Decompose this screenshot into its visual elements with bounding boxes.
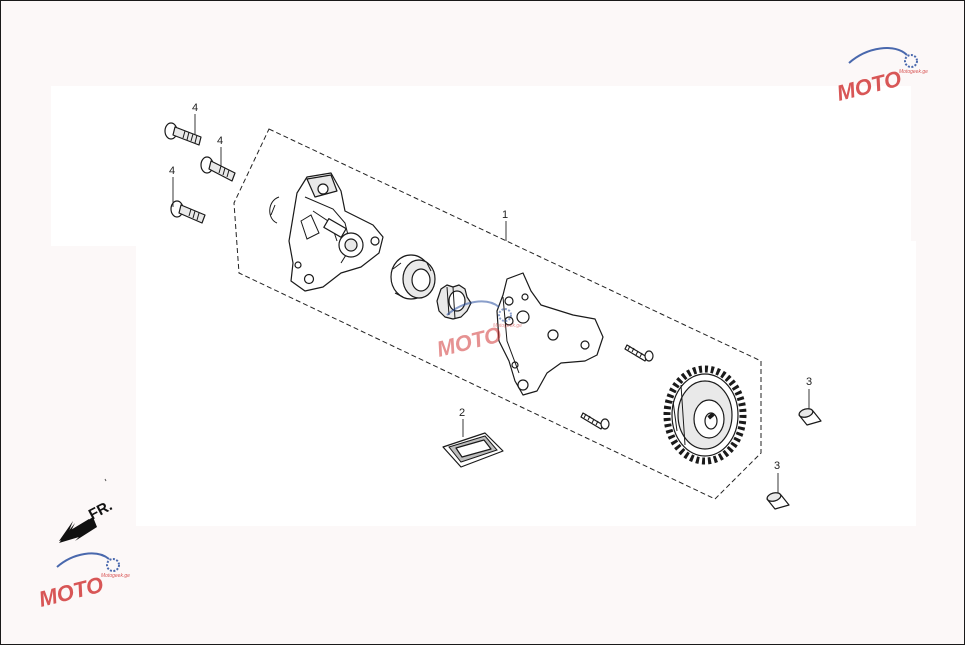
- gasket: [442, 432, 504, 468]
- callout-2: 2: [459, 407, 465, 419]
- watermark-sub: Motogeek.ge: [493, 323, 522, 329]
- assembly-boundary: [233, 128, 762, 500]
- background-panel: [51, 86, 911, 246]
- cover-screw: [580, 412, 610, 430]
- callout-4: 4: [217, 135, 223, 147]
- mark-dot: [104, 478, 107, 482]
- flange-bolt: [164, 122, 202, 146]
- outer-rotor: [390, 254, 436, 300]
- watermark-sub: Motogeek.ge: [101, 573, 130, 579]
- snap-ring: [269, 196, 280, 224]
- dowel-pin: [798, 408, 822, 426]
- cover-screw: [624, 344, 654, 362]
- moto-logo: MOTO Motogeek.ge: [36, 552, 130, 612]
- callout-4: 4: [192, 102, 198, 114]
- dowel-pin: [766, 492, 790, 510]
- watermark-sub: Motogeek.ge: [899, 69, 928, 75]
- callout-3: 3: [774, 460, 780, 472]
- inner-rotor: [436, 284, 472, 320]
- callout-3: 3: [806, 376, 812, 388]
- watermark-brand: MOTO: [36, 572, 106, 612]
- front-direction-arrow-icon: [59, 517, 97, 543]
- pump-cover-plate: [496, 272, 604, 396]
- oil-pump-driven-gear: [663, 365, 747, 465]
- callout-4: 4: [169, 165, 175, 177]
- leader-lines: [172, 114, 810, 493]
- flange-bolt: [200, 156, 236, 182]
- oil-pump-body: [288, 172, 384, 292]
- callout-1: 1: [502, 209, 508, 221]
- flange-bolt: [170, 200, 206, 224]
